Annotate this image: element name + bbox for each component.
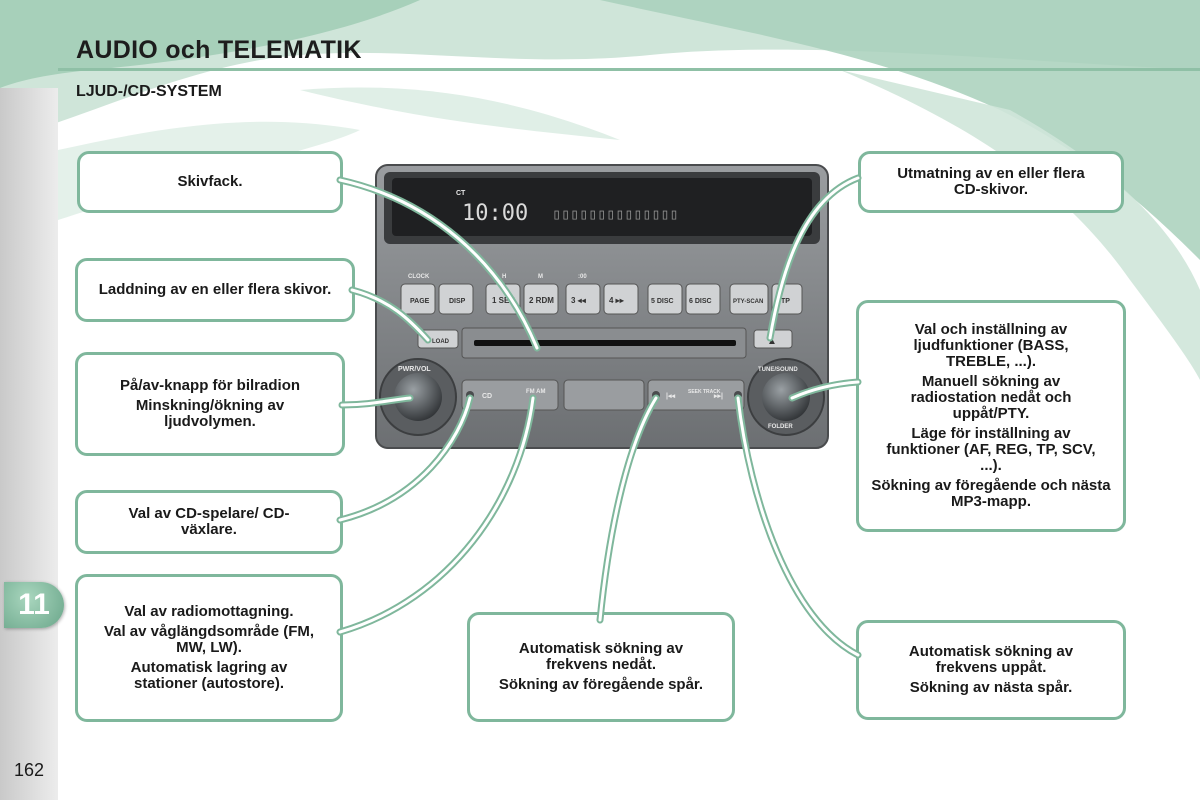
callout-power-text: På/av-knapp för bilradion: [119, 377, 301, 394]
volume-knob[interactable]: [394, 373, 442, 421]
callout-volume-text: Minskning/ökning av ljudvolymen.: [135, 397, 285, 430]
load-button-label: LOAD: [432, 339, 450, 345]
callout-power-volume: På/av-knapp för bilradion Minskning/ökni…: [75, 352, 345, 456]
callout-radio-text: Val av radiomottagning.: [124, 603, 294, 620]
preset-5-label: 5 DISC: [651, 298, 674, 305]
pty-scan-label: PTY-SCAN: [733, 299, 763, 305]
preset-6-button[interactable]: [685, 283, 721, 315]
callout-functions-text: Läge för inställning av funktioner (AF, …: [886, 425, 1096, 474]
section-subtitle: LJUD-/CD-SYSTEM: [76, 83, 222, 100]
preset-3-label: 3 ◂◂: [571, 296, 587, 305]
disc-slot[interactable]: [474, 340, 736, 346]
callout-disc-slot: Skivfack.: [77, 151, 343, 213]
callout-prev-track-text: Sökning av föregående spår.: [498, 676, 704, 693]
callout-disc-slot-text: Skivfack.: [177, 173, 243, 190]
preset-2-label: 2 RDM: [529, 296, 554, 305]
tune-knob-label: TUNE/SOUND: [758, 367, 798, 373]
label-00: :00: [578, 274, 587, 280]
seek-up-icon: ▸▸|: [713, 393, 723, 400]
preset-1-label: 1 SET: [492, 296, 514, 305]
blank-button: [563, 379, 645, 411]
callout-mp3-folder-text: Sökning av föregående och nästa MP3-mapp…: [871, 477, 1111, 510]
preset-4-label: 4 ▸▸: [609, 296, 625, 305]
callout-cd-select-text: Val av CD-spelare/ CD-växlare.: [128, 505, 290, 538]
callout-seek-up: Automatisk sökning av frekvens uppåt. Sö…: [856, 620, 1126, 720]
callout-next-track-text: Sökning av nästa spår.: [909, 679, 1073, 696]
callout-tune-sound: Val och inställning av ljudfunktioner (B…: [856, 300, 1126, 532]
callout-cd-select: Val av CD-spelare/ CD-växlare.: [75, 490, 343, 554]
callout-seek-down: Automatisk sökning av frekvens nedåt. Sö…: [467, 612, 735, 722]
callout-eject-text: Utmatning av en eller flera CD-skivor.: [897, 165, 1085, 198]
tune-sound-knob[interactable]: [762, 373, 810, 421]
eject-icon: ▲: [767, 336, 777, 347]
display-indicator: CT: [456, 190, 466, 197]
volume-knob-label: PWR/VOL: [398, 366, 431, 373]
label-h: H: [502, 274, 506, 280]
preset-4-button[interactable]: [603, 283, 639, 315]
display-segments: ▯▯▯▯▯▯▯▯▯▯▯▯▯▯: [552, 205, 678, 223]
callout-load: Laddning av en eller flera skivor.: [75, 258, 355, 322]
disp-button-label: DISP: [449, 298, 466, 305]
chapter-tab[interactable]: 11: [4, 582, 64, 628]
callout-seek-up-text: Automatisk sökning av frekvens uppåt.: [908, 643, 1074, 676]
page-title: AUDIO och TELEMATIK: [76, 36, 362, 64]
display-clock: 10:00: [462, 201, 528, 226]
callout-autostore-text: Automatisk lagring av stationer (autosto…: [130, 659, 288, 692]
page-number: 162: [14, 760, 45, 780]
seek-track-label: SEEK TRACK: [688, 389, 721, 395]
preset-6-label: 6 DISC: [689, 298, 712, 305]
fmam-button-label: FM AM: [526, 389, 545, 395]
callout-sound-text: Val och inställning av ljudfunktioner (B…: [913, 321, 1069, 370]
label-m: M: [538, 274, 543, 280]
callout-eject: Utmatning av en eller flera CD-skivor.: [858, 151, 1124, 213]
folder-label: FOLDER: [768, 424, 793, 430]
callout-load-text: Laddning av en eller flera skivor.: [98, 281, 332, 298]
label-clock: CLOCK: [408, 274, 430, 280]
callout-band-text: Val av våglängdsområde (FM, MW, LW).: [103, 623, 315, 656]
seek-down-icon: |◂◂: [666, 393, 675, 400]
callout-seek-down-text: Automatisk sökning av frekvens nedåt.: [518, 640, 684, 673]
left-margin-bar: [0, 88, 58, 800]
callout-radio-select: Val av radiomottagning. Val av våglängds…: [75, 574, 343, 722]
page-button-label: PAGE: [410, 298, 430, 305]
callout-manual-seek-text: Manuell sökning av radiostation nedåt oc…: [910, 373, 1072, 422]
cd-button-label: CD: [482, 393, 492, 400]
preset-3-button[interactable]: [565, 283, 601, 315]
preset-5-button[interactable]: [647, 283, 683, 315]
header-divider: [58, 68, 1200, 71]
tp-button-label: TP: [781, 298, 790, 305]
